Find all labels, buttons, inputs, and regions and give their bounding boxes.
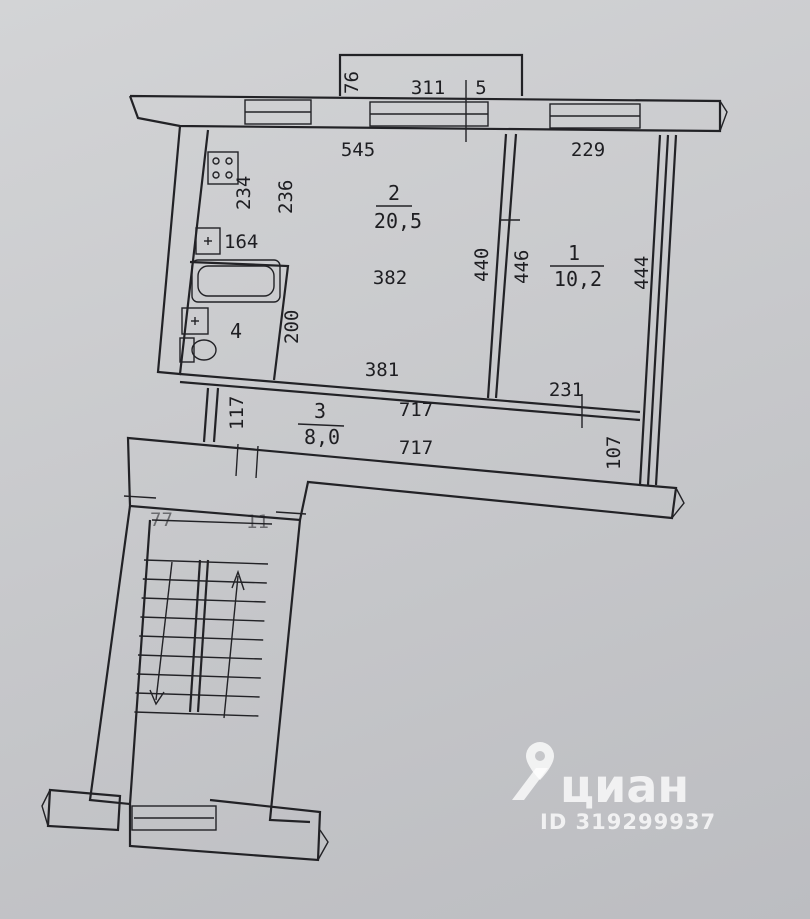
corridor-wall (126, 436, 685, 522)
stair-tread (134, 711, 259, 717)
dim-hall-717-top: 717 (399, 399, 433, 421)
dim-hall-117: 117 (226, 396, 248, 430)
dim-right-444: 444 (631, 256, 653, 290)
room-2-number: 2 (388, 181, 400, 205)
balcony (338, 53, 524, 96)
dim-room1-top: 229 (571, 139, 605, 161)
dim-hall-107: 107 (603, 436, 625, 470)
kitchen-stove-icon (207, 151, 239, 185)
room-1-area: 10,2 (554, 267, 602, 291)
dim-wall-446: 446 (511, 250, 533, 284)
dim-room2-bottom: 381 (365, 359, 399, 381)
toilet-icon (179, 337, 217, 363)
right-exterior-wall (638, 134, 678, 486)
watermark-brand: циан (560, 759, 689, 813)
staircase (41, 495, 329, 862)
bathtub-icon (191, 259, 281, 303)
dim-hall-717-bottom: 717 (399, 437, 433, 459)
watermark-listing-id: ID 319299937 (540, 810, 716, 834)
stair-mark-right: 11 (246, 511, 269, 533)
room-3-area: 8,0 (304, 425, 340, 449)
room-2-area: 20,5 (374, 209, 422, 233)
dim-room2-top: 545 (341, 139, 375, 161)
dim-balcony-width: 311 (411, 77, 445, 99)
stair-tread (136, 673, 261, 679)
left-exterior-wall (156, 125, 210, 376)
dim-kitchen-234: 234 (233, 176, 255, 210)
interior-walls (179, 133, 641, 443)
dim-kitchen-236: 236 (275, 180, 297, 214)
dim-bath-200: 200 (281, 310, 303, 344)
dim-balcony-depth: 76 (341, 71, 363, 94)
stair-tread (139, 635, 264, 641)
room-1-label: 1 10,2 (550, 241, 604, 291)
stair-tread (135, 692, 260, 698)
bathroom-sink-icon (181, 307, 209, 335)
stair-tread (137, 654, 263, 660)
room-1-number: 1 (568, 241, 580, 265)
location-pin-icon (512, 742, 554, 800)
dim-balcony-small: 5 (475, 77, 486, 99)
stair-tread (142, 578, 267, 584)
room-2-label: 2 20,5 (374, 181, 422, 233)
dim-room1-bottom: 231 (549, 379, 583, 401)
dim-room2-382: 382 (373, 267, 407, 289)
watermark: циан ID 319299937 (512, 742, 716, 834)
top-exterior-wall (128, 80, 728, 142)
room-3-label: 3 8,0 (297, 399, 345, 449)
room-4-number: 4 (230, 319, 242, 343)
stair-tread (143, 559, 269, 565)
dim-sink-164: 164 (224, 231, 258, 253)
stair-tread (141, 597, 266, 603)
stair-mark-left: 77 (150, 509, 173, 531)
stair-tread (140, 616, 265, 622)
kitchen-sink-icon (195, 227, 221, 255)
room-3-number: 3 (314, 399, 326, 423)
dim-wall-440: 440 (471, 248, 493, 282)
